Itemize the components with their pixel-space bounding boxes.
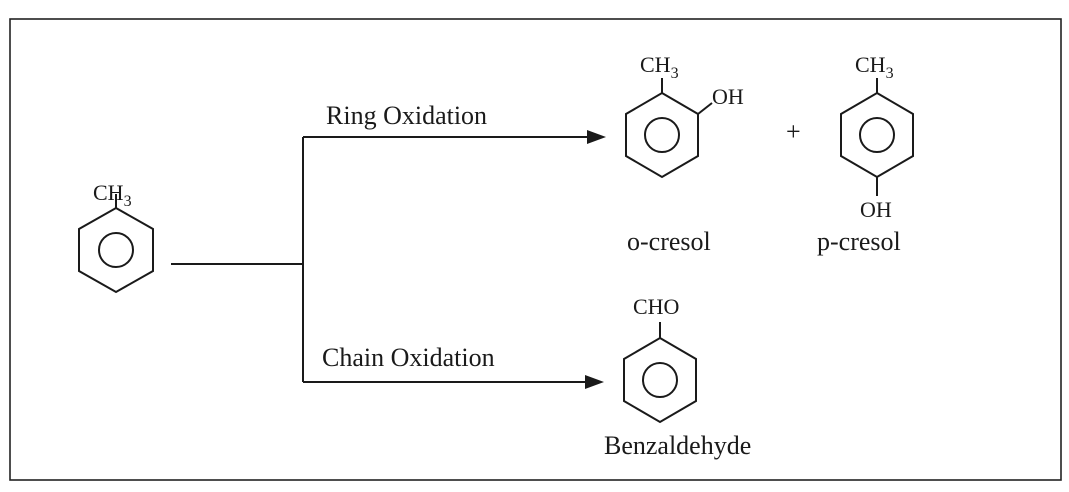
- o-cresol-hydroxyl-bond: [697, 102, 713, 115]
- toluene-structure: CH3: [78, 180, 154, 294]
- p-cresol-structure: CH3 OH: [840, 52, 914, 222]
- o-cresol-methyl-label: CH3: [640, 52, 679, 82]
- o-cresol-hydroxyl-label: OH: [712, 84, 744, 109]
- benzaldehyde-benzene-ring: [623, 336, 697, 424]
- o-cresol-benzene-ring: [625, 91, 699, 179]
- o-cresol-aromatic-circle: [644, 117, 680, 153]
- benzaldehyde-name: Benzaldehyde: [604, 431, 751, 460]
- p-cresol-methyl-label: CH3: [855, 52, 894, 82]
- p-cresol-benzene-ring: [840, 91, 914, 179]
- benzaldehyde-structure: CHO: [623, 294, 697, 424]
- p-cresol-hydroxyl-label: OH: [860, 197, 892, 222]
- plus-sign: +: [786, 117, 801, 146]
- toluene-methyl-label: CH3: [93, 180, 132, 210]
- toluene-benzene-ring: [78, 206, 154, 294]
- chain-oxidation-arrowhead: [585, 375, 604, 389]
- o-cresol-name: o-cresol: [627, 227, 711, 256]
- toluene-aromatic-circle: [98, 232, 134, 268]
- benzaldehyde-aldehyde-label: CHO: [633, 294, 679, 319]
- p-cresol-aromatic-circle: [859, 117, 895, 153]
- benzaldehyde-aromatic-circle: [642, 362, 678, 398]
- o-cresol-structure: CH3 OH: [625, 52, 744, 179]
- chain-oxidation-label: Chain Oxidation: [322, 343, 495, 372]
- diagram-frame: [9, 18, 1062, 481]
- p-cresol-name: p-cresol: [817, 227, 901, 256]
- ring-oxidation-label: Ring Oxidation: [326, 101, 487, 130]
- ring-oxidation-arrowhead: [587, 130, 606, 144]
